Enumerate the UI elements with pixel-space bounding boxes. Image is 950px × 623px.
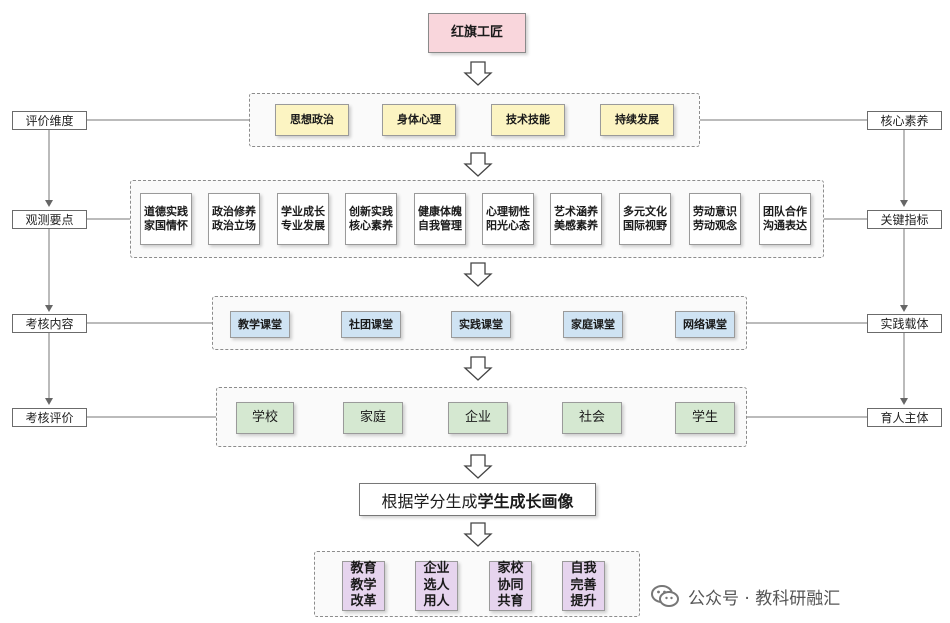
indicator-box: 劳动意识劳动观念	[689, 193, 741, 245]
outcome-box: 家校协同共育	[489, 561, 532, 611]
subject-box: 学校	[236, 402, 294, 434]
indicator-box: 团队合作沟通表达	[759, 193, 811, 245]
indicator-box: 道德实践家国情怀	[140, 193, 192, 245]
subject-label: 企业	[464, 409, 491, 425]
side-label-assessment-content: 考核内容	[12, 314, 87, 333]
side-label-core-literacy: 核心素养	[867, 111, 942, 130]
subject-box: 企业	[448, 402, 508, 434]
subject-box: 学生	[675, 402, 735, 434]
subject-label: 学校	[251, 409, 278, 425]
dimension-box: 思想政治	[275, 104, 349, 136]
top-title-box: 红旗工匠	[428, 13, 526, 53]
watermark-text: 公众号 · 教科研融汇	[688, 588, 841, 609]
outcome-line: 选人	[423, 577, 450, 593]
indicator-box: 心理韧性阳光心态	[482, 193, 534, 245]
indicator-box: 健康体魄自我管理	[414, 193, 466, 245]
indicator-box: 政治修养政治立场	[208, 193, 260, 245]
wechat-icon	[651, 585, 679, 607]
indicator-line: 学业成长	[281, 205, 325, 219]
outcome-line: 自我	[570, 560, 597, 576]
indicator-line: 家国情怀	[144, 219, 188, 232]
indicator-line: 道德实践	[144, 205, 188, 219]
outcome-line: 家校	[497, 560, 524, 576]
outcome-box: 企业选人用人	[415, 561, 458, 611]
indicator-line: 核心素养	[349, 219, 393, 232]
outcome-line: 教育	[350, 560, 377, 576]
outcome-line: 改革	[350, 594, 377, 610]
indicator-line: 阳光心态	[486, 219, 530, 232]
classroom-box: 网络课堂	[675, 311, 735, 338]
outcome-line: 协同	[497, 577, 524, 593]
indicator-line: 美感素养	[554, 219, 598, 232]
side-label-observation-points: 观测要点	[12, 210, 87, 229]
outcome-line: 完善	[570, 577, 597, 593]
classroom-box: 家庭课堂	[563, 311, 623, 338]
indicator-line: 专业发展	[281, 219, 325, 232]
classroom-label: 网络课堂	[683, 317, 727, 331]
indicator-line: 艺术涵养	[554, 205, 598, 219]
outcome-box: 自我完善提升	[562, 561, 605, 611]
side-label-assessment-evaluation: 考核评价	[12, 408, 87, 427]
classroom-label: 实践课堂	[459, 317, 503, 331]
banner-prefix: 根据学分生成	[381, 491, 478, 511]
dimension-label: 技术技能	[506, 113, 550, 127]
indicator-line: 劳动观念	[693, 219, 737, 232]
subject-box: 社会	[562, 402, 622, 434]
classroom-label: 社团课堂	[349, 317, 393, 331]
indicator-line: 多元文化	[623, 205, 667, 219]
classroom-box: 社团课堂	[341, 311, 401, 338]
left-side-connectors	[45, 119, 249, 418]
dimension-box: 身体心理	[382, 104, 456, 136]
indicator-line: 国际视野	[623, 219, 667, 232]
outcome-line: 共育	[497, 594, 524, 610]
dimension-label: 身体心理	[397, 113, 441, 127]
dimension-label: 持续发展	[615, 113, 659, 127]
indicator-line: 团队合作	[763, 205, 807, 219]
subject-box: 家庭	[343, 402, 403, 434]
side-label-evaluation-dimension: 评价维度	[12, 111, 87, 130]
indicator-box: 多元文化国际视野	[619, 193, 671, 245]
subject-label: 家庭	[359, 409, 386, 425]
indicator-line: 心理韧性	[486, 205, 530, 219]
classroom-box: 教学课堂	[230, 311, 290, 338]
side-label-education-subject: 育人主体	[867, 408, 942, 427]
indicator-line: 劳动意识	[693, 205, 737, 219]
dimension-label: 思想政治	[290, 113, 334, 127]
subject-label: 学生	[691, 409, 718, 425]
subject-label: 社会	[578, 409, 605, 425]
growth-portrait-banner: 根据学分生成学生成长画像	[359, 483, 596, 516]
right-side-connectors	[700, 119, 908, 418]
top-title: 红旗工匠	[450, 24, 503, 40]
outcome-line: 提升	[570, 594, 597, 610]
classroom-label: 教学课堂	[238, 317, 282, 331]
indicator-box: 学业成长专业发展	[277, 193, 329, 245]
indicator-line: 政治修养	[212, 205, 256, 219]
dimension-box: 技术技能	[491, 104, 565, 136]
outcome-box: 教育教学改革	[342, 561, 385, 611]
watermark: 公众号 · 教科研融汇	[650, 582, 840, 610]
indicator-line: 自我管理	[418, 219, 462, 232]
side-label-practice-carrier: 实践载体	[867, 314, 942, 333]
classroom-box: 实践课堂	[451, 311, 511, 338]
indicator-line: 政治立场	[212, 219, 256, 232]
banner-emphasis: 学生成长画像	[477, 491, 574, 511]
classroom-label: 家庭课堂	[571, 317, 615, 331]
outcome-line: 教学	[350, 577, 377, 593]
side-label-key-indicators: 关键指标	[867, 210, 942, 229]
indicator-box: 创新实践核心素养	[345, 193, 397, 245]
dimension-box: 持续发展	[600, 104, 674, 136]
outcome-line: 企业	[423, 560, 450, 576]
indicator-line: 创新实践	[349, 205, 393, 219]
indicator-line: 沟通表达	[763, 219, 807, 232]
indicator-line: 健康体魄	[418, 205, 462, 219]
outcome-line: 用人	[423, 594, 450, 610]
indicator-box: 艺术涵养美感素养	[550, 193, 602, 245]
